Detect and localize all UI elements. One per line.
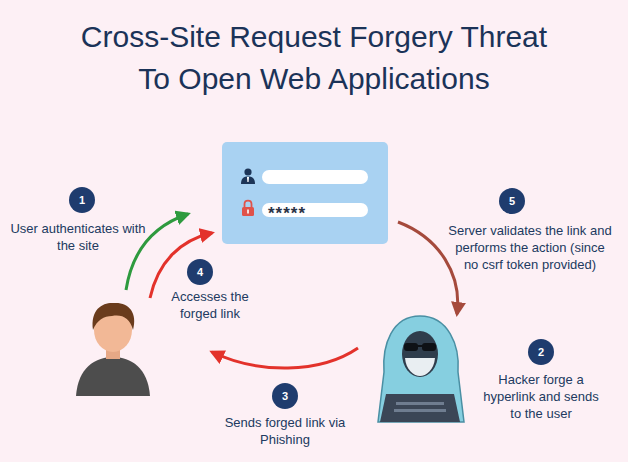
flow-arrow: [150, 233, 212, 298]
step-badge: 4: [187, 259, 213, 285]
callout-number: 1: [69, 187, 95, 213]
step-caption: User authenticates with the site: [8, 220, 148, 254]
step-badge: 3: [272, 383, 298, 409]
page-title: Cross-Site Request Forgery Threat To Ope…: [81, 16, 548, 100]
user-icon: [241, 168, 255, 184]
callout-number: 3: [272, 383, 298, 409]
password-mask: *****: [262, 203, 368, 217]
callout-number: 4: [187, 259, 213, 285]
step-caption: Hacker forge a hyperlink and sends to th…: [476, 371, 606, 422]
step-caption: Sends forged link via Phishing: [223, 414, 348, 448]
callout-number: 5: [499, 188, 525, 214]
step-caption: Server validates the link and performs t…: [448, 222, 612, 273]
step-badge: 5: [499, 188, 525, 214]
lock-icon: [242, 201, 254, 216]
step-badge: 2: [528, 339, 554, 365]
step-badge: 1: [69, 187, 95, 213]
flow-arrow: [212, 348, 358, 368]
callout-number: 2: [528, 339, 554, 365]
login-form: *****: [222, 142, 388, 244]
hacker-figure: [378, 316, 464, 422]
input-field: [262, 170, 368, 184]
step-caption: Accesses the forged link: [160, 288, 260, 322]
user-figure: [76, 303, 150, 396]
